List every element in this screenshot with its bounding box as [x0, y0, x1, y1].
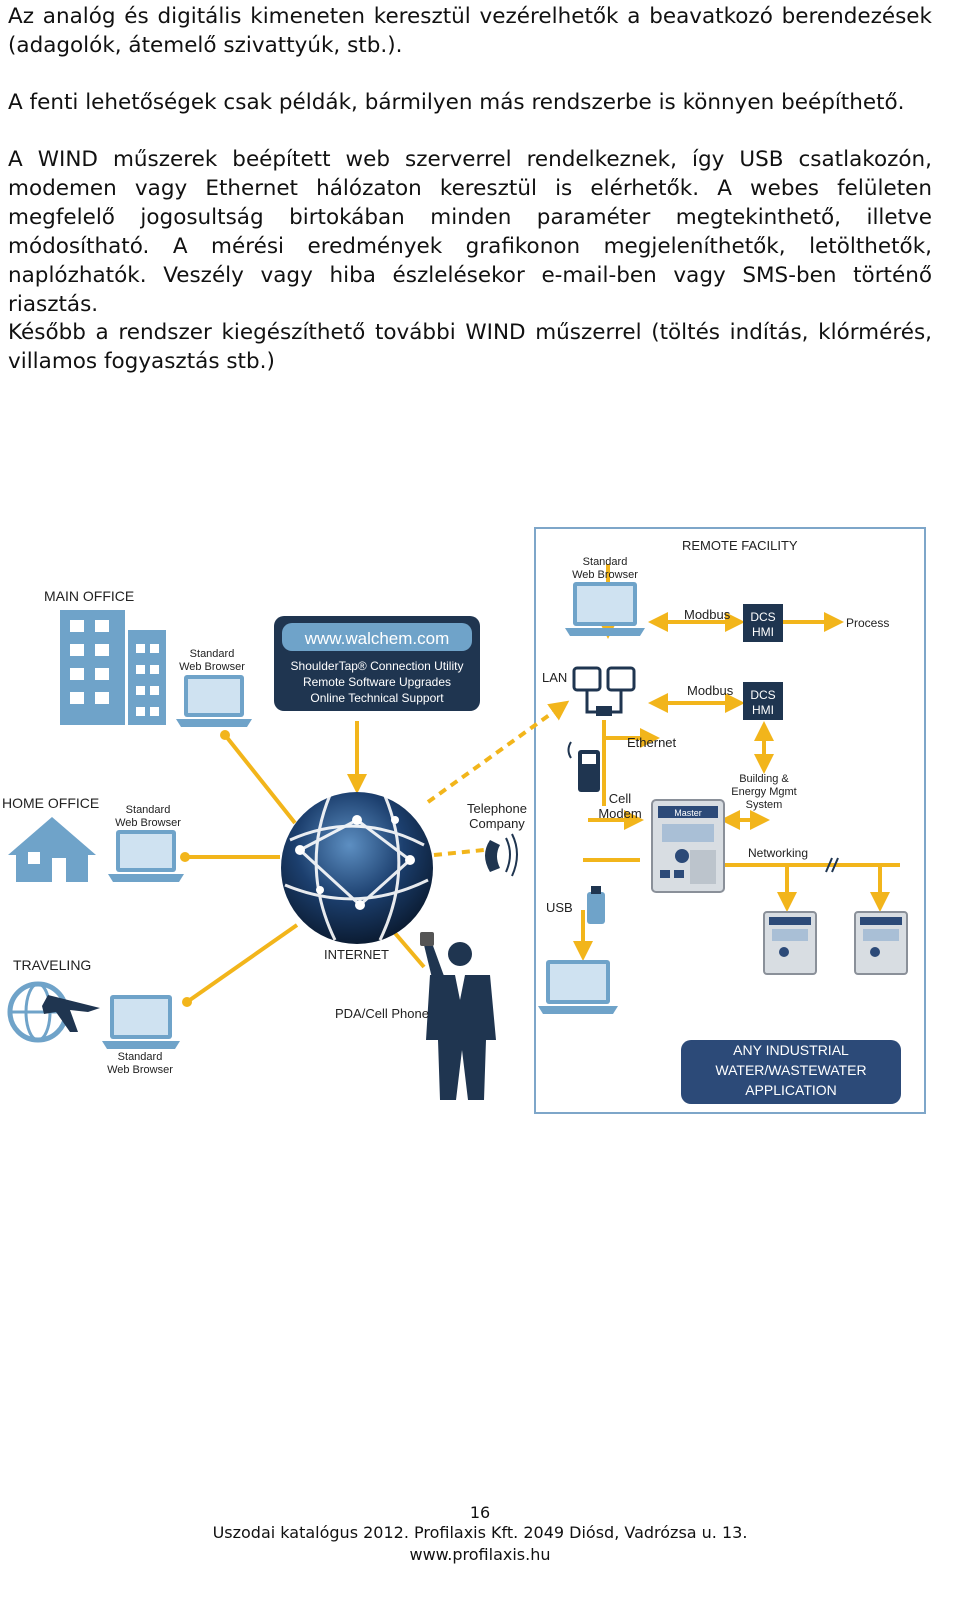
- industrial-line-1: ANY INDUSTRIAL: [733, 1042, 849, 1058]
- building-label-3: System: [746, 799, 783, 811]
- lan-label: LAN: [542, 670, 567, 685]
- walchem-services-box: www.walchem.com ShoulderTap® Connection …: [274, 616, 480, 711]
- industrial-line-2: WATER/WASTEWATER: [715, 1062, 866, 1078]
- cell-modem-icon: [567, 741, 600, 792]
- building-label-1: Building &: [739, 773, 789, 785]
- lan-switch-icon: [572, 666, 636, 716]
- process-label: Process: [846, 616, 889, 630]
- cell-label: Cell: [609, 791, 632, 806]
- browser-label-standard: Standard: [118, 1051, 163, 1063]
- footer-website: www.profilaxis.hu: [409, 1545, 551, 1564]
- browser-label-standard: Standard: [126, 804, 171, 816]
- office-building-icon: [60, 610, 166, 725]
- remote-facility-frame: [534, 527, 926, 1114]
- walchem-url: www.walchem.com: [304, 629, 450, 648]
- usb-label: USB: [546, 900, 573, 915]
- ethernet-label: Ethernet: [627, 735, 677, 750]
- walchem-line-1: ShoulderTap® Connection Utility: [291, 659, 464, 673]
- dcs-label: DCS: [750, 688, 775, 702]
- paragraph-extension: Később a rendszer kiegészíthető további …: [8, 320, 932, 374]
- dcs-hmi-box: DCS HMI: [743, 682, 783, 720]
- controller-brand: Master: [674, 808, 702, 818]
- networking-label: Networking: [748, 846, 808, 860]
- dcs-label: DCS: [750, 610, 775, 624]
- dcs-hmi-box: DCS HMI: [743, 604, 783, 642]
- main-office-label: MAIN OFFICE: [44, 588, 134, 604]
- paragraph-examples: A fenti lehetőségek csak példák, bármily…: [8, 90, 905, 115]
- building-label-2: Energy Mgmt: [731, 786, 796, 798]
- browser-label-standard: Standard: [583, 556, 628, 568]
- browser-label-web: Web Browser: [107, 1064, 173, 1076]
- businessman-icon: [420, 932, 496, 1100]
- laptop-icon: [176, 675, 252, 727]
- pda-label: PDA/Cell Phone: [335, 1006, 429, 1021]
- globe-airplane-icon: [7, 981, 100, 1043]
- usb-icon: [587, 886, 605, 924]
- walchem-line-3: Online Technical Support: [310, 691, 444, 705]
- hmi-label: HMI: [752, 703, 774, 717]
- traveling-label: TRAVELING: [13, 957, 91, 973]
- remote-facility-label: REMOTE FACILITY: [682, 538, 798, 553]
- page-number: 16: [469, 1503, 491, 1522]
- browser-label-web: Web Browser: [179, 661, 245, 673]
- laptop-icon: [108, 830, 184, 882]
- house-icon: [8, 817, 96, 882]
- home-office-label: HOME OFFICE: [2, 795, 99, 811]
- internet-globe-icon: [281, 792, 433, 944]
- paragraph-web-server: A WIND műszerek beépített web szerverrel…: [8, 147, 932, 317]
- laptop-icon: [565, 582, 645, 636]
- connection-lines: [180, 564, 900, 1007]
- industrial-application-box: ANY INDUSTRIAL WATER/WASTEWATER APPLICAT…: [681, 1040, 901, 1104]
- browser-label-web: Web Browser: [115, 817, 181, 829]
- company-label: Company: [469, 816, 525, 831]
- internet-label: INTERNET: [324, 947, 389, 962]
- industrial-line-3: APPLICATION: [745, 1082, 837, 1098]
- network-diagram: MAIN OFFICE Standard Web Browser www.wal…: [2, 527, 926, 1114]
- modem-label: Modem: [598, 806, 641, 821]
- browser-label-web: Web Browser: [572, 569, 638, 581]
- browser-label-standard: Standard: [190, 648, 235, 660]
- laptop-icon: [102, 995, 180, 1049]
- controller-small: [763, 911, 817, 975]
- telephone-icon: [485, 833, 518, 877]
- modbus-label-1: Modbus: [684, 607, 731, 622]
- telephone-label: Telephone: [467, 801, 527, 816]
- paragraph-outputs: Az analóg és digitális kimeneten kereszt…: [8, 4, 932, 58]
- laptop-icon: [538, 960, 618, 1014]
- network-break-icon: [825, 857, 839, 873]
- modbus-label-2: Modbus: [687, 683, 734, 698]
- walchem-line-2: Remote Software Upgrades: [303, 675, 451, 689]
- footer-address: Uszodai katalógus 2012. Profilaxis Kft. …: [212, 1523, 748, 1542]
- controller-small: [854, 911, 908, 975]
- controller-main: Master: [651, 799, 725, 893]
- hmi-label: HMI: [752, 625, 774, 639]
